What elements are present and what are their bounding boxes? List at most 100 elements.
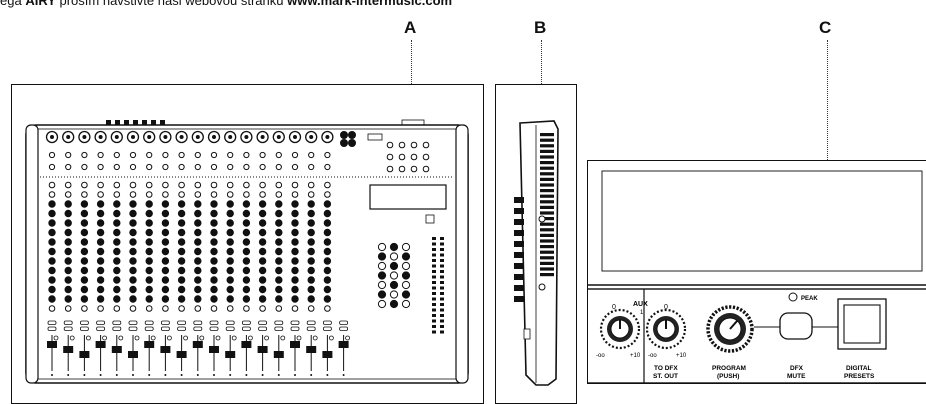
- master-knob: [377, 252, 387, 261]
- program-push-label: (PUSH): [717, 373, 739, 380]
- channel-knob: [48, 191, 56, 198]
- channel-knob: [177, 209, 186, 218]
- fader-led: [296, 335, 302, 341]
- jack-input: [113, 163, 120, 171]
- channel-knob: [275, 228, 283, 237]
- channel-knob: [307, 200, 315, 208]
- top-connector: [133, 120, 138, 125]
- channel-knob: [80, 219, 89, 227]
- header-website[interactable]: www.mark-intermusic.com: [287, 0, 453, 8]
- digital-presets-button-inner: [843, 304, 881, 344]
- channel-knob: [177, 257, 186, 265]
- fader-led: [247, 335, 253, 341]
- channel-knob: [129, 238, 137, 246]
- channel-knob: [226, 191, 234, 198]
- channel-button: [128, 320, 138, 325]
- channel-knob: [275, 238, 283, 246]
- side-knob: [540, 273, 554, 277]
- led-meter-segment: [432, 325, 436, 328]
- jack-input: [210, 163, 218, 171]
- aux-knob[interactable]: [599, 308, 641, 350]
- channel-button: [63, 320, 73, 325]
- side-knob: [540, 138, 554, 142]
- to-dfx-knob[interactable]: [645, 308, 687, 350]
- channel-knob: [258, 209, 267, 218]
- channel-button: [47, 326, 57, 331]
- side-knob: [540, 133, 554, 137]
- channel-button: [290, 326, 300, 331]
- program-knob[interactable]: [706, 305, 754, 353]
- led-meter-segment: [432, 242, 436, 246]
- channel-knob: [145, 266, 153, 275]
- master-knob: [377, 280, 387, 290]
- channel-knob: [259, 191, 266, 198]
- channel-knob: [226, 200, 234, 208]
- channel-knob: [323, 285, 332, 294]
- jack-input: [162, 163, 169, 171]
- channel-knob: [323, 247, 332, 256]
- side-knob: [540, 205, 554, 209]
- callout-a: A: [404, 18, 417, 37]
- channel-button: [96, 320, 105, 325]
- jack-input: [65, 151, 72, 159]
- jack-input: [178, 163, 185, 171]
- channel-knob: [226, 181, 234, 189]
- led-meter-segment: [432, 275, 436, 279]
- channel-knob: [161, 200, 170, 208]
- channel-knob: [323, 266, 332, 275]
- channel-knob: [275, 266, 283, 275]
- channel-button: [112, 326, 122, 331]
- channel-knob: [226, 285, 234, 294]
- channel-knob: [80, 257, 89, 265]
- master-knob: [377, 290, 387, 299]
- output-jack: [398, 153, 406, 161]
- output-jack: [422, 153, 430, 161]
- channel-knob: [323, 276, 332, 284]
- channel-knob: [210, 266, 218, 275]
- master-knob: [389, 271, 399, 280]
- channel-knob: [242, 238, 251, 246]
- channel-knob: [113, 276, 121, 284]
- dfx-label: DFX: [790, 365, 804, 372]
- channel-knob: [161, 219, 170, 227]
- channel-knob: [226, 305, 234, 312]
- channel-knob: [178, 191, 185, 198]
- channel-knob: [242, 247, 251, 256]
- fader-cap: [209, 346, 219, 353]
- master-knob: [377, 261, 387, 271]
- usb-port: [367, 133, 383, 141]
- jack-input: [324, 163, 331, 171]
- stereo-jack: [340, 131, 348, 139]
- channel-knob: [194, 200, 202, 208]
- fader-marker: [115, 374, 118, 376]
- led-meter-segment: [440, 242, 444, 246]
- channel-knob: [161, 247, 170, 256]
- xlr-input-center: [293, 135, 297, 139]
- side-fader: [514, 230, 524, 236]
- led-meter-segment: [432, 248, 436, 251]
- channel-button: [47, 320, 57, 325]
- led-meter-segment: [440, 325, 444, 328]
- channel-knob: [258, 200, 267, 208]
- channel-knob: [96, 295, 105, 303]
- channel-knob: [129, 181, 137, 189]
- channel-knob: [161, 266, 170, 275]
- channel-knob: [48, 238, 56, 246]
- channel-knob: [177, 247, 186, 256]
- jack-input: [275, 151, 282, 159]
- channel-knob: [96, 276, 105, 284]
- to-dfx-label: TO DFX: [654, 365, 678, 372]
- side-knob: [540, 155, 554, 159]
- channel-knob: [275, 181, 283, 189]
- channel-knob: [64, 181, 72, 189]
- fader-cap: [160, 346, 171, 353]
- dfx-mute-button[interactable]: [779, 312, 813, 340]
- channel-knob: [178, 181, 185, 189]
- jack-input: [227, 163, 234, 171]
- fader-cap: [192, 341, 203, 348]
- side-knob: [540, 239, 554, 243]
- channel-knob: [145, 305, 153, 312]
- channel-button: [274, 320, 284, 325]
- channel-knob: [129, 285, 137, 294]
- leader-c: [827, 40, 828, 174]
